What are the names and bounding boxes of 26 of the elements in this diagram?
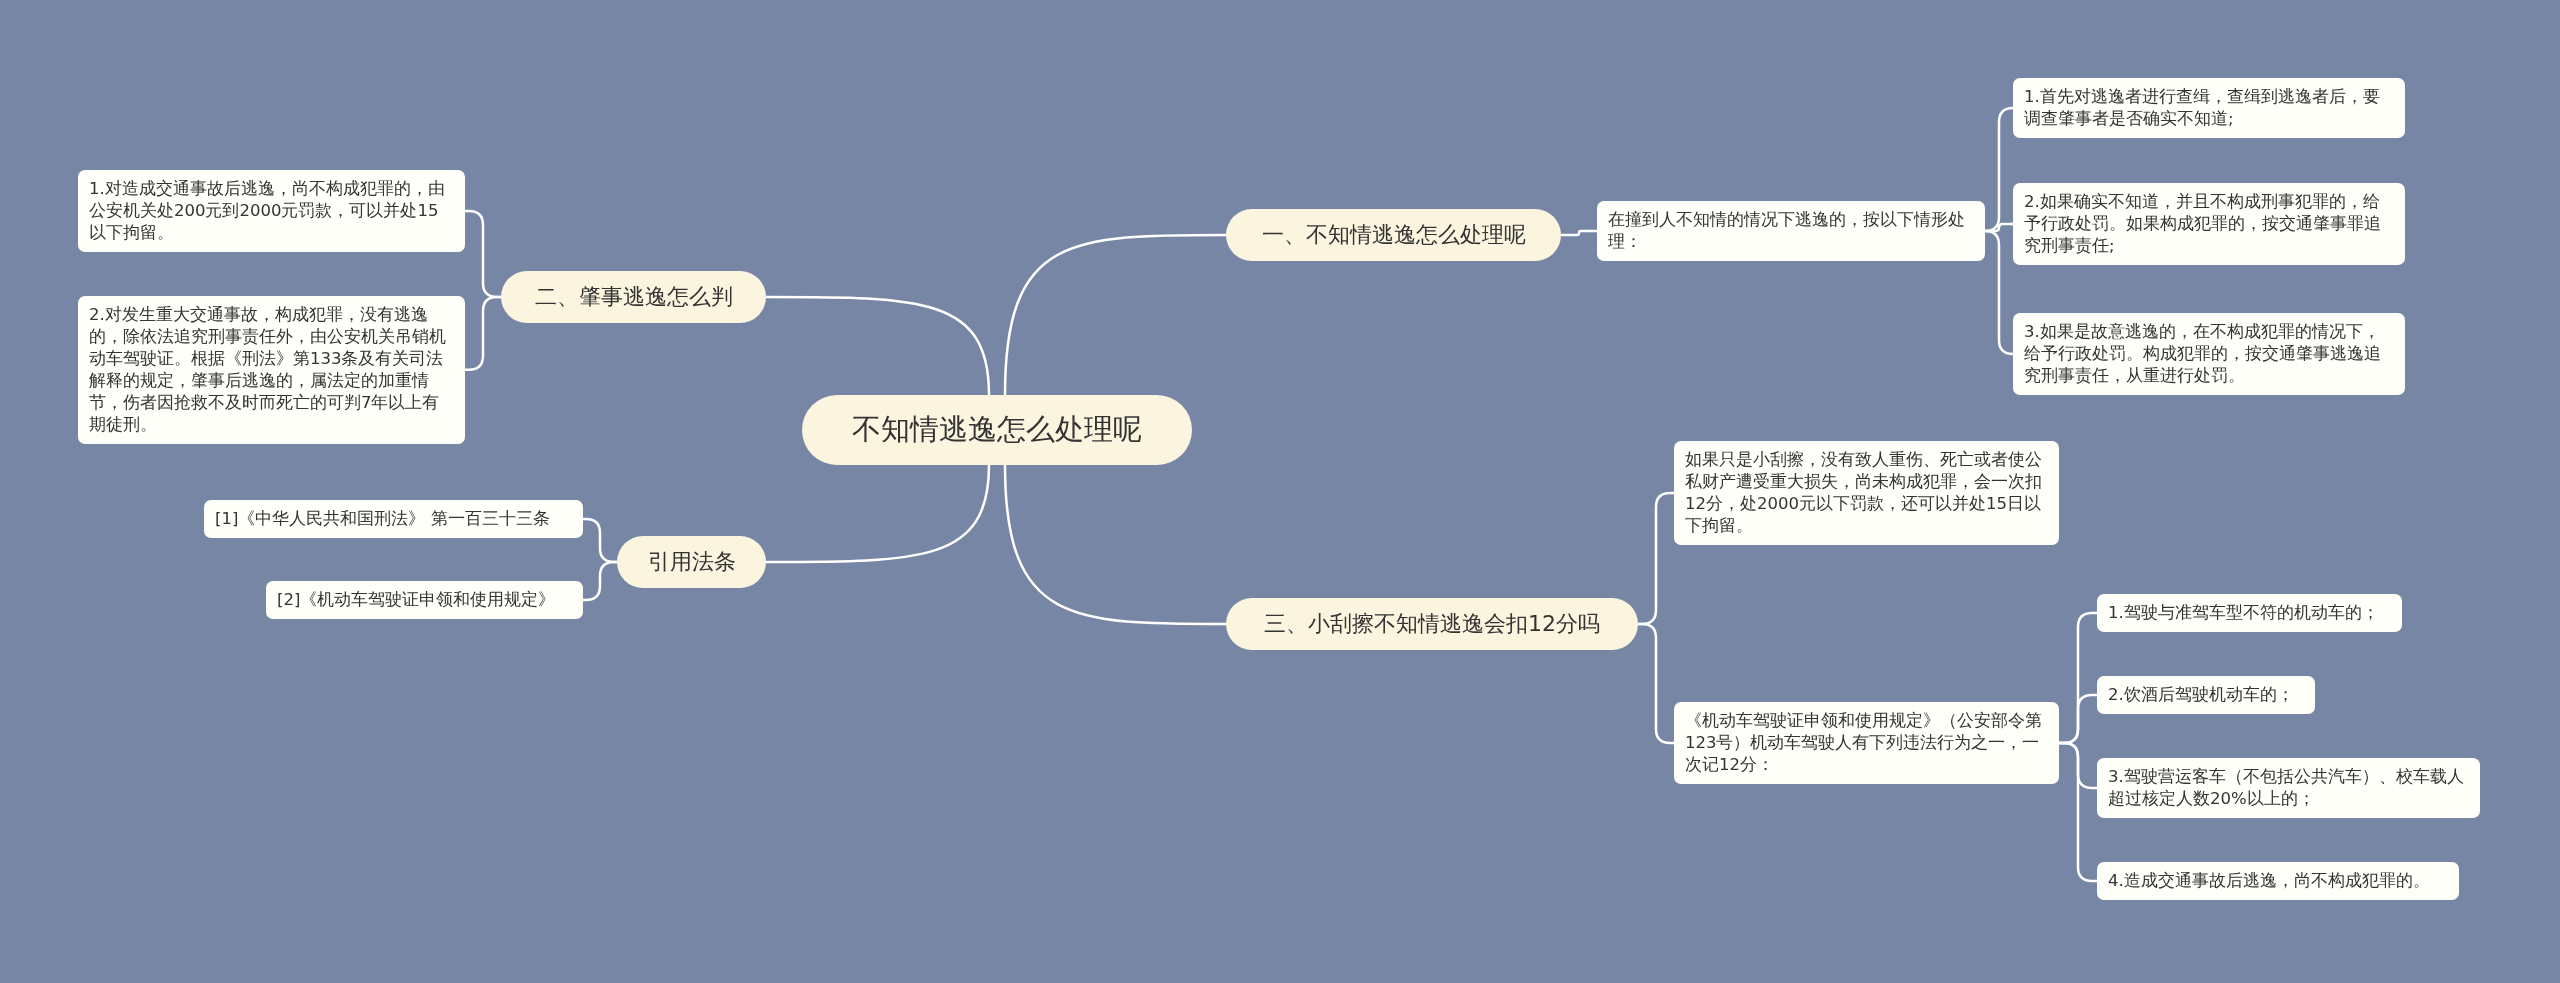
topic-pill: 一、不知情逃逸怎么处理呢	[1226, 209, 1561, 261]
note-card: 3.驾驶营运客车（不包括公共汽车）、校车载人超过核定人数20%以上的；	[2097, 758, 2480, 818]
note-card: 4.造成交通事故后逃逸，尚不构成犯罪的。	[2097, 862, 2459, 900]
connector-line	[1983, 229, 2015, 356]
note-card: [1]《中华人民共和国刑法》 第一百三十三条	[204, 500, 583, 538]
connector-line	[1003, 464, 1226, 626]
topic-pill: 二、肇事逃逸怎么判	[501, 271, 766, 323]
note-card: 如果只是小刮擦，没有致人重伤、死亡或者使公私财产遭受重大损失，尚未构成犯罪，会一次扣12分，处2000元以下罚款，还可以并处15日以下拘留。	[1674, 441, 2059, 545]
note-card: 《机动车驾驶证申领和使用规定》（公安部令第123号）机动车驾驶人有下列违法行为之一，一次记12分：	[1674, 702, 2059, 784]
connector-line	[766, 295, 991, 396]
connector-line	[583, 560, 617, 602]
topic-pill: 三、小刮擦不知情逃逸会扣12分吗	[1226, 598, 1638, 650]
note-card: 在撞到人不知情的情况下逃逸的，按以下情形处理：	[1597, 201, 1985, 261]
connector-line	[766, 464, 991, 564]
connector-line	[1561, 229, 1597, 237]
note-card: 2.如果确实不知道，并且不构成刑事犯罪的，给予行政处罚。如果构成犯罪的，按交通肇事罪追究刑事责任;	[2013, 183, 2405, 265]
note-card: 2.对发生重大交通事故，构成犯罪，没有逃逸的，除依法追究刑事责任外，由公安机关吊销机动车驾驶证。根据《刑法》第133条及有关司法解释的规定，肇事后逃逸的，属法定的加重情节，伤者因抢救不及时而死亡的可判7年以上有期徒刑。	[78, 296, 465, 444]
central-topic: 不知情逃逸怎么处理呢	[802, 395, 1192, 465]
connector-line	[1003, 233, 1226, 396]
note-card: 1.驾驶与准驾车型不符的机动车的；	[2097, 594, 2402, 632]
note-card: 1.对造成交通事故后逃逸，尚不构成犯罪的，由公安机关处200元到2000元罚款，可以并处15以下拘留。	[78, 170, 465, 252]
note-card: 2.饮酒后驾驶机动车的；	[2097, 676, 2315, 714]
topic-pill: 引用法条	[617, 536, 766, 588]
note-card: 3.如果是故意逃逸的，在不构成犯罪的情况下，给予行政处罚。构成犯罪的，按交通肇事逃逸追究刑事责任，从重进行处罚。	[2013, 313, 2405, 395]
note-card: 1.首先对逃逸者进行查缉，查缉到逃逸者后，要调查肇事者是否确实不知道;	[2013, 78, 2405, 138]
note-card: [2]《机动车驾驶证申领和使用规定》	[266, 581, 583, 619]
